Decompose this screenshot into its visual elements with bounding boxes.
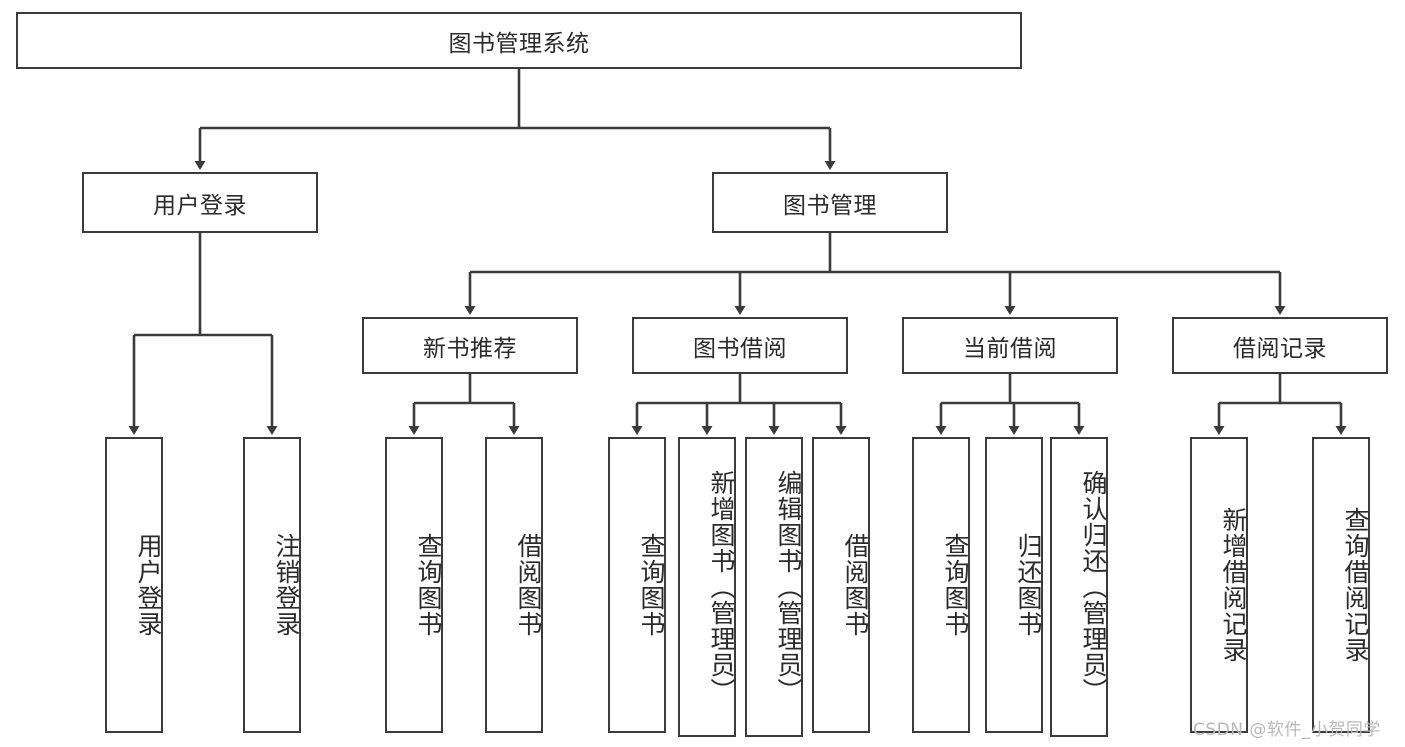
wire-group-book-manage bbox=[464, 233, 1286, 315]
node-borrow-record[interactable]: 借阅记录 bbox=[1172, 317, 1388, 374]
node-leaf-query-book-borrow[interactable]: 查询图书 bbox=[608, 437, 666, 733]
wire-group-borrow-record bbox=[1213, 374, 1347, 435]
node-leaf-query-borrow-record[interactable]: 查询借阅记录 bbox=[1312, 437, 1370, 733]
node-leaf-add-book-admin-label: 新增图书（管理员） bbox=[707, 470, 736, 704]
wire-group-current-borrow bbox=[935, 374, 1085, 435]
node-leaf-query-borrow-record-label: 查询借阅记录 bbox=[1341, 507, 1370, 663]
node-leaf-edit-book-admin[interactable]: 编辑图书（管理员） bbox=[745, 437, 803, 737]
node-leaf-query-book-borrow-label: 查询图书 bbox=[637, 533, 666, 637]
node-current-borrow-label: 当前借阅 bbox=[963, 335, 1057, 362]
node-leaf-return-book-label: 归还图书 bbox=[1014, 533, 1043, 637]
node-leaf-query-book-rec-label: 查询图书 bbox=[414, 533, 443, 637]
node-leaf-borrow-book-rec-label: 借阅图书 bbox=[514, 533, 543, 637]
node-borrow-record-label: 借阅记录 bbox=[1233, 335, 1327, 362]
node-leaf-add-borrow-record[interactable]: 新增借阅记录 bbox=[1190, 437, 1248, 733]
node-new-book-recommend-label: 新书推荐 bbox=[423, 335, 517, 362]
node-leaf-borrow-book-rec[interactable]: 借阅图书 bbox=[485, 437, 543, 733]
node-root[interactable]: 图书管理系统 bbox=[16, 12, 1022, 69]
node-leaf-query-book-current-label: 查询图书 bbox=[941, 533, 970, 637]
node-current-borrow[interactable]: 当前借阅 bbox=[902, 317, 1118, 374]
node-leaf-user-login[interactable]: 用户登录 bbox=[105, 437, 163, 733]
wire-group-new-book-recommend bbox=[408, 374, 520, 435]
node-new-book-recommend[interactable]: 新书推荐 bbox=[362, 317, 578, 374]
wire-group-book-borrow bbox=[631, 374, 847, 435]
node-leaf-edit-book-admin-label: 编辑图书（管理员） bbox=[774, 470, 803, 704]
wire-group-root bbox=[194, 69, 836, 170]
node-user-login[interactable]: 用户登录 bbox=[82, 172, 318, 233]
node-book-borrow-label: 图书借阅 bbox=[693, 335, 787, 362]
node-root-label: 图书管理系统 bbox=[448, 30, 590, 57]
node-leaf-confirm-return-admin-label: 确认归还（管理员） bbox=[1079, 470, 1108, 704]
node-user-login-label: 用户登录 bbox=[153, 192, 247, 219]
node-book-manage[interactable]: 图书管理 bbox=[712, 172, 948, 233]
csdn-watermark: CSDN @软件_小贺同学 bbox=[1193, 720, 1381, 740]
node-leaf-user-login-label: 用户登录 bbox=[134, 533, 163, 637]
node-leaf-query-book-current[interactable]: 查询图书 bbox=[912, 437, 970, 733]
node-book-manage-label: 图书管理 bbox=[783, 192, 877, 219]
node-leaf-user-logout-label: 注销登录 bbox=[272, 533, 301, 637]
node-leaf-borrow-book-label: 借阅图书 bbox=[841, 533, 870, 637]
node-leaf-add-borrow-record-label: 新增借阅记录 bbox=[1219, 507, 1248, 663]
wire-group-user-login bbox=[128, 233, 278, 435]
node-leaf-query-book-rec[interactable]: 查询图书 bbox=[385, 437, 443, 733]
node-leaf-return-book[interactable]: 归还图书 bbox=[985, 437, 1043, 733]
node-leaf-confirm-return-admin[interactable]: 确认归还（管理员） bbox=[1050, 437, 1108, 737]
node-book-borrow[interactable]: 图书借阅 bbox=[632, 317, 848, 374]
node-leaf-add-book-admin[interactable]: 新增图书（管理员） bbox=[678, 437, 736, 737]
node-leaf-user-logout[interactable]: 注销登录 bbox=[243, 437, 301, 733]
node-leaf-borrow-book[interactable]: 借阅图书 bbox=[812, 437, 870, 733]
